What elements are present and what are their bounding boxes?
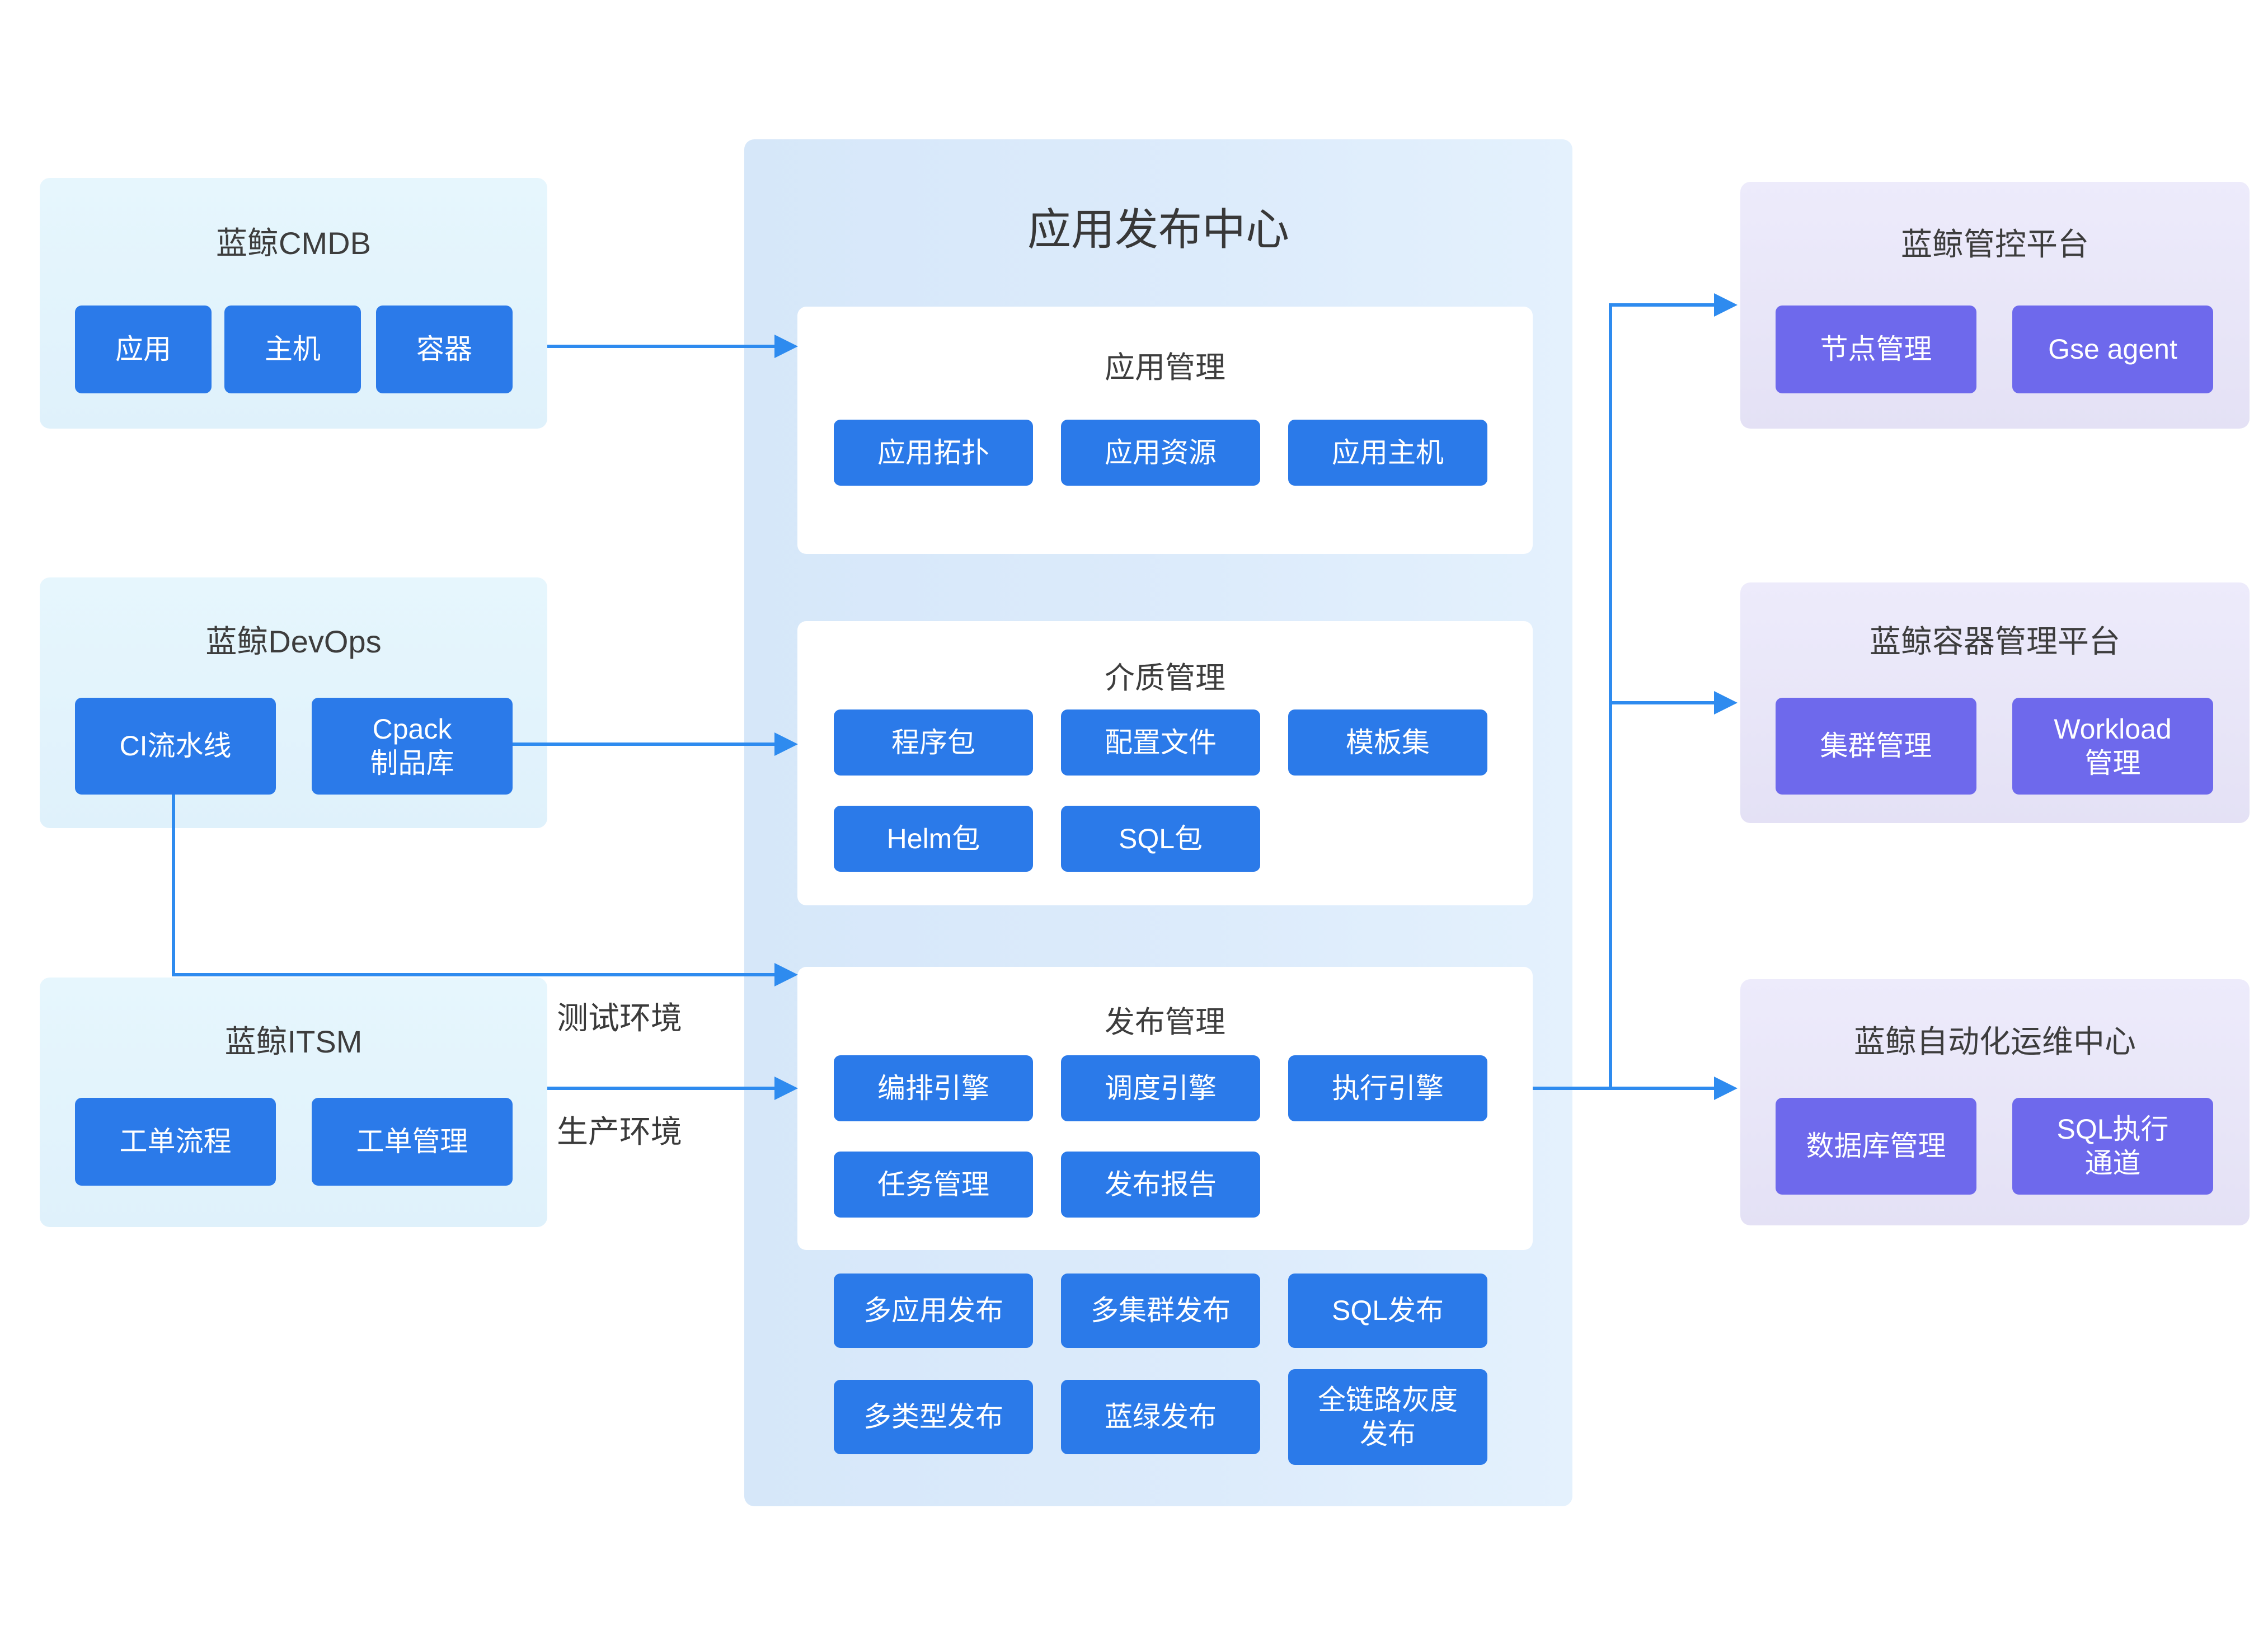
node-db-mgmt: 数据库管理 (1776, 1098, 1976, 1195)
box-itsm-title: 蓝鲸ITSM (224, 1024, 363, 1059)
node-ci-pipeline: CI流水线 (75, 698, 276, 795)
node-multi-cluster-release: 多集群发布 (1061, 1274, 1260, 1348)
node-node-mgmt: 节点管理 (1776, 306, 1976, 393)
arrowhead-devops-to-media (774, 732, 798, 756)
connector-branch-ops (1612, 1087, 1715, 1090)
arrowhead-branch-ops (1714, 1077, 1738, 1100)
node-full-link-gray-release: 全链路灰度 发布 (1288, 1369, 1487, 1465)
box-cmdb-title: 蓝鲸CMDB (216, 225, 371, 261)
label-test-env: 测试环境 (557, 1000, 682, 1036)
node-container: 容器 (376, 306, 513, 393)
label-prod-env: 生产环境 (557, 1114, 682, 1149)
connector-devops-to-media (513, 743, 776, 746)
node-app-resource: 应用资源 (1061, 420, 1260, 486)
node-scheduling-engine: 调度引擎 (1061, 1055, 1260, 1121)
arrowhead-cmdb-to-app (774, 335, 798, 358)
node-blue-green-release: 蓝绿发布 (1061, 1380, 1260, 1454)
node-config-file: 配置文件 (1061, 709, 1260, 776)
node-ticket-flow: 工单流程 (75, 1098, 276, 1186)
card-release-mgmt-title: 发布管理 (1105, 1005, 1225, 1039)
node-host: 主机 (224, 306, 361, 393)
connector-test-env (172, 973, 776, 976)
node-task-mgmt: 任务管理 (834, 1152, 1033, 1218)
arrowhead-prod-env (774, 1077, 798, 1100)
box-devops-title: 蓝鲸DevOps (205, 624, 382, 659)
connector-ci-down (172, 795, 175, 976)
panel-release-center-title: 应用发布中心 (1027, 205, 1289, 254)
connector-branch-container (1612, 701, 1715, 704)
node-multi-app-release: 多应用发布 (834, 1274, 1033, 1348)
node-template-set: 模板集 (1288, 709, 1487, 776)
box-gse-platform-title: 蓝鲸管控平台 (1901, 227, 2089, 262)
node-app: 应用 (75, 306, 212, 393)
node-ticket-mgmt: 工单管理 (312, 1098, 513, 1186)
node-gse-agent: Gse agent (2012, 306, 2213, 393)
node-sql-channel: SQL执行 通道 (2012, 1098, 2213, 1195)
node-helm-pkg: Helm包 (834, 806, 1033, 872)
node-program-pkg: 程序包 (834, 709, 1033, 776)
node-cluster-mgmt: 集群管理 (1776, 698, 1976, 795)
connector-prod-env (547, 1087, 776, 1090)
box-auto-ops-center-title: 蓝鲸自动化运维中心 (1854, 1024, 2136, 1059)
card-app-mgmt-title: 应用管理 (1105, 351, 1225, 384)
connector-branch-gse (1612, 303, 1715, 307)
node-execution-engine: 执行引擎 (1288, 1055, 1487, 1121)
box-container-platform-title: 蓝鲸容器管理平台 (1870, 624, 2120, 659)
node-orchestration-engine: 编排引擎 (834, 1055, 1033, 1121)
node-sql-release: SQL发布 (1288, 1274, 1487, 1348)
arrowhead-test-env (774, 963, 798, 986)
node-workload-mgmt: Workload 管理 (2012, 698, 2213, 795)
arrowhead-branch-gse (1714, 293, 1738, 317)
node-release-report: 发布报告 (1061, 1152, 1260, 1218)
node-multi-type-release: 多类型发布 (834, 1380, 1033, 1454)
arrowhead-branch-container (1714, 691, 1738, 715)
node-app-topology: 应用拓扑 (834, 420, 1033, 486)
connector-right-trunk (1609, 303, 1612, 1090)
card-media-mgmt-title: 介质管理 (1105, 661, 1225, 695)
node-sql-pkg: SQL包 (1061, 806, 1260, 872)
node-app-host: 应用主机 (1288, 420, 1487, 486)
node-cpack-repo: Cpack 制品库 (312, 698, 513, 795)
connector-release-out (1533, 1087, 1612, 1090)
connector-cmdb-to-app (547, 345, 776, 348)
